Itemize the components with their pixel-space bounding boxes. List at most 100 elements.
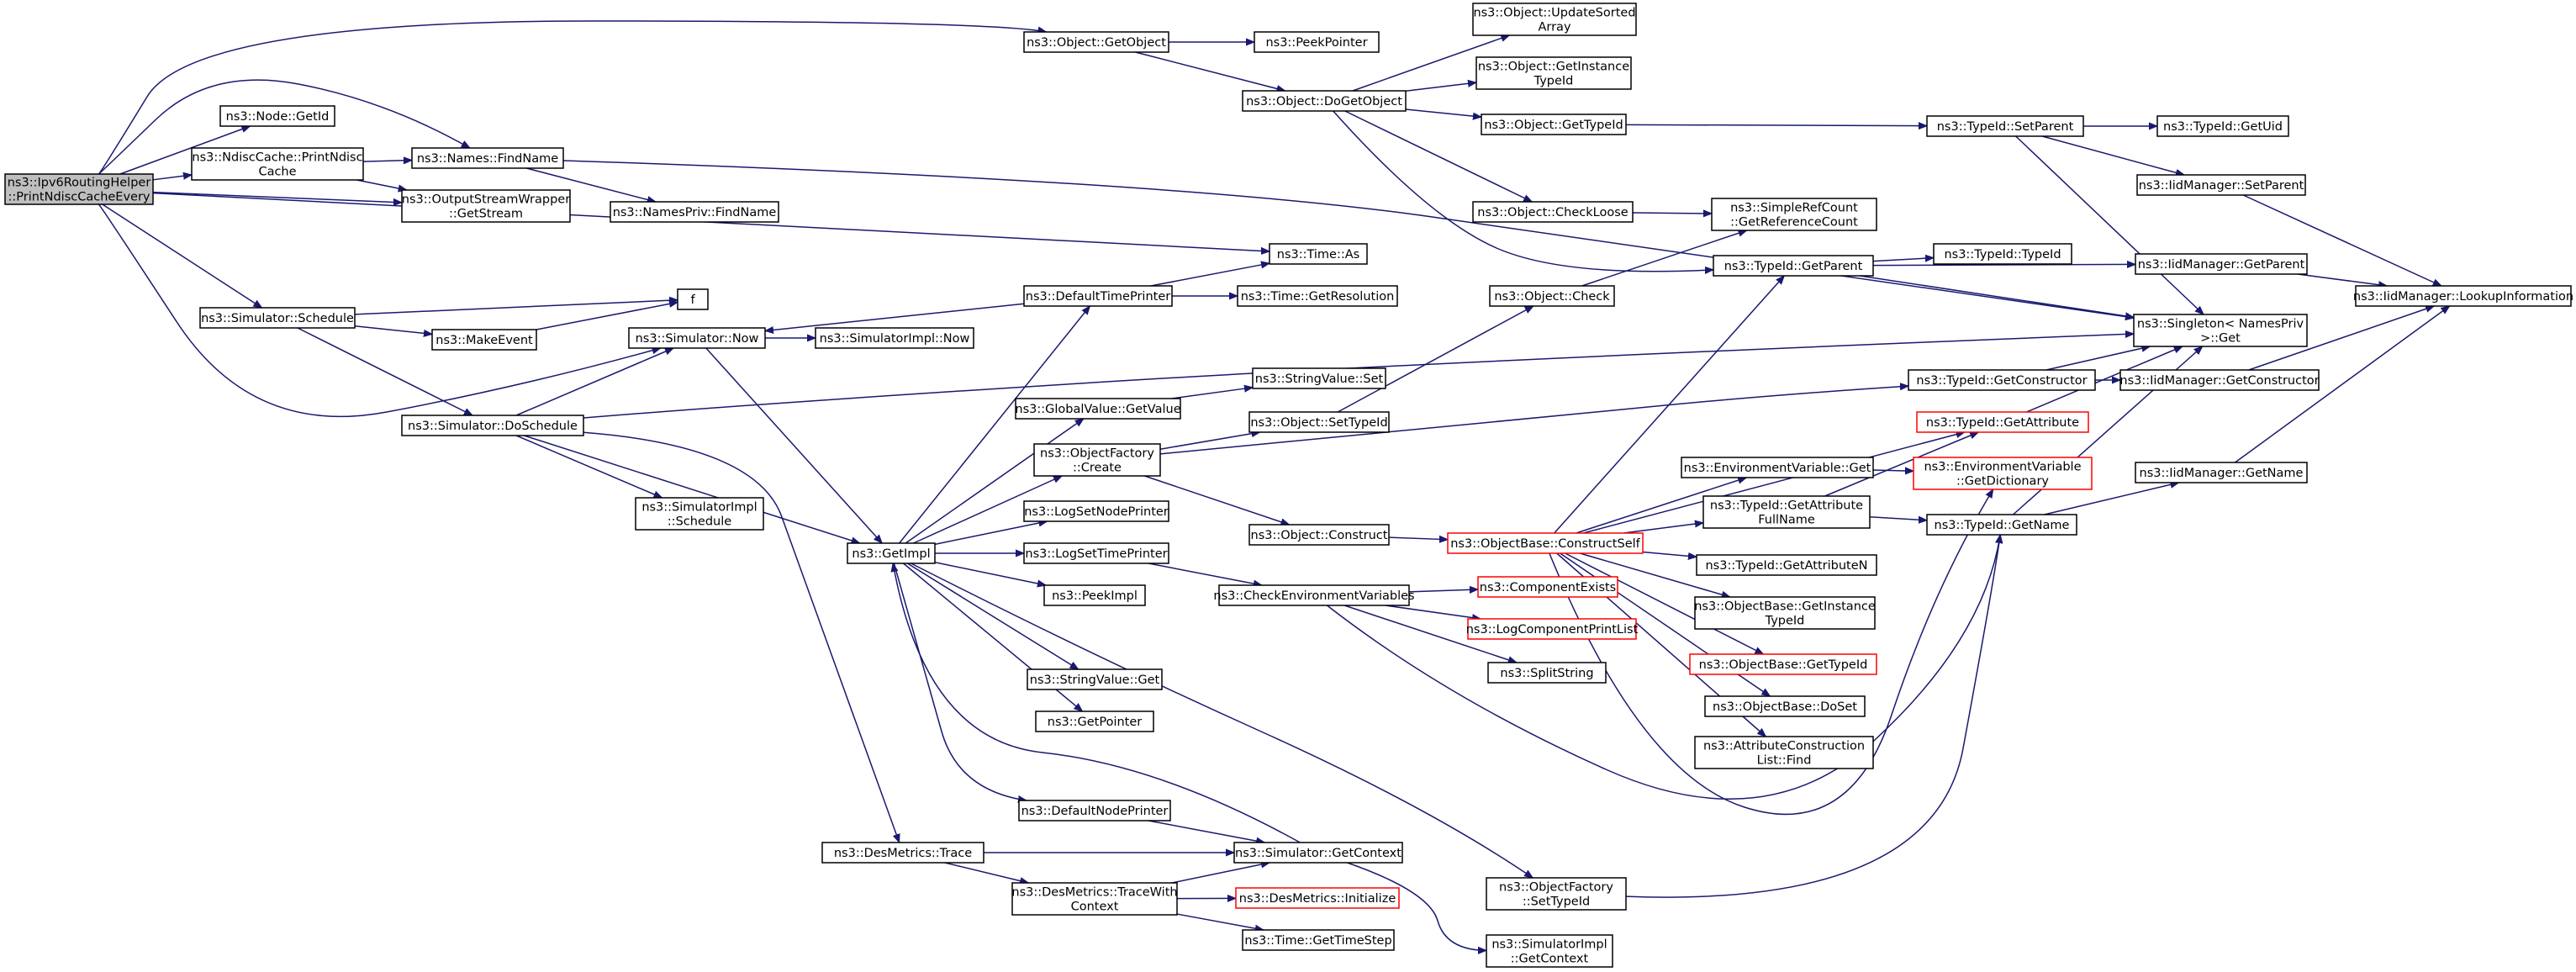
node-label: ns3::TypeId::GetConstructor	[1916, 374, 2087, 388]
function-node-objectfactory-settypeid[interactable]: ns3::ObjectFactory::SetTypeId	[1486, 877, 1627, 911]
function-node-typeid-getuid[interactable]: ns3::TypeId::GetUid	[2156, 115, 2289, 137]
function-node-typeid-getparent[interactable]: ns3::TypeId::GetParent	[1713, 255, 1874, 277]
function-node-object-settypeid[interactable]: ns3::Object::SetTypeId	[1248, 411, 1390, 433]
function-node-object-gettypeid[interactable]: ns3::Object::GetTypeId	[1481, 114, 1627, 135]
function-node-simimpl-schedule[interactable]: ns3::SimulatorImpl::Schedule	[635, 497, 764, 531]
function-node-objectbase-gettypeid[interactable]: ns3::ObjectBase::GetTypeId	[1689, 653, 1877, 675]
function-node-typeid-setparent[interactable]: ns3::TypeId::SetParent	[1926, 115, 2084, 137]
function-node-sim-now[interactable]: ns3::Simulator::Now	[628, 327, 766, 349]
function-node-getobject[interactable]: ns3::Object::GetObject	[1023, 31, 1169, 53]
node-box	[635, 497, 764, 531]
function-node-desmetrics-trace[interactable]: ns3::DesMetrics::Trace	[821, 842, 984, 864]
function-node-simplerefcount[interactable]: ns3::SimpleRefCount::GetReferenceCount	[1711, 198, 1877, 231]
call-edge-check_env_vars-to-componentexists	[1408, 589, 1478, 592]
function-node-typeid-getattributen[interactable]: ns3::TypeId::GetAttributeN	[1696, 554, 1877, 576]
node-label: ::GetContext	[1511, 953, 1589, 966]
function-node-stringvalue-set[interactable]: ns3::StringValue::Set	[1252, 367, 1386, 389]
function-node-splitstring[interactable]: ns3::SplitString	[1487, 662, 1607, 684]
call-edge-iidmanager_setparent-to-iidmanager_lookupinformation	[2242, 194, 2441, 287]
function-node-typeid-typeid[interactable]: ns3::TypeId::TypeId	[1933, 243, 2072, 265]
node-label: ns3::SimpleRefCount	[1730, 202, 1858, 215]
function-node-globalvalue-getvalue[interactable]: ns3::GlobalValue::GetValue	[1015, 398, 1181, 420]
function-node-iidmanager-setparent[interactable]: ns3::IidManager::SetParent	[2136, 174, 2306, 196]
function-node-componentexists[interactable]: ns3::ComponentExists	[1477, 576, 1618, 598]
function-node-simimpl-getcontext[interactable]: ns3::SimulatorImpl::GetContext	[1486, 934, 1613, 968]
call-edge-sim_schedule-to-sim_doschedule	[297, 327, 472, 416]
function-node-f[interactable]: f	[677, 288, 709, 310]
node-box	[1447, 532, 1644, 554]
function-node-simimpl-now[interactable]: ns3::SimulatorImpl::Now	[815, 327, 974, 349]
function-node-stringvalue-get[interactable]: ns3::StringValue::Get	[1027, 668, 1163, 690]
call-edge-typeid_getattributefullname-to-typeid_getname	[1869, 517, 1927, 520]
function-node-iidmanager-getname[interactable]: ns3::IidManager::GetName	[2135, 462, 2308, 483]
function-node-dogetobject[interactable]: ns3::Object::DoGetObject	[1242, 90, 1407, 112]
function-node-sim-doschedule[interactable]: ns3::Simulator::DoSchedule	[401, 415, 584, 436]
function-node-default-time-printer[interactable]: ns3::DefaultTimePrinter	[1023, 285, 1173, 307]
call-edge-typeid_getparent-to-singleton_get	[1860, 275, 2134, 317]
function-node-iidmanager-getconstructor[interactable]: ns3::IidManager::GetConstructor	[2119, 369, 2320, 391]
function-node-desmetrics-initialize[interactable]: ns3::DesMetrics::Initialize	[1235, 887, 1400, 909]
function-node-object-construct[interactable]: ns3::Object::Construct	[1248, 524, 1390, 546]
node-box	[1916, 411, 2089, 433]
function-node-logsettimeprinter[interactable]: ns3::LogSetTimePrinter	[1023, 542, 1169, 564]
function-node-osw-getstream[interactable]: ns3::OutputStreamWrapper::GetStream	[401, 189, 571, 223]
node-box	[1023, 500, 1169, 522]
node-box	[1486, 877, 1627, 911]
function-node-time-getresolution[interactable]: ns3::Time::GetResolution	[1237, 285, 1398, 307]
function-node-logsetnodeprinter[interactable]: ns3::LogSetNodePrinter	[1023, 500, 1169, 522]
function-node-namespriv-find[interactable]: ns3::NamesPriv::FindName	[610, 201, 779, 223]
function-node-getpointer[interactable]: ns3::GetPointer	[1035, 711, 1154, 732]
node-box	[1218, 584, 1410, 606]
function-node-default-node-printer[interactable]: ns3::DefaultNodePrinter	[1018, 800, 1171, 821]
function-node-time-as[interactable]: ns3::Time::As	[1269, 243, 1368, 265]
function-node-makeevent[interactable]: ns3::MakeEvent	[431, 329, 537, 351]
call-edge-getimpl-to-objectfactory_create	[913, 475, 1062, 544]
function-node-sim-schedule[interactable]: ns3::Simulator::Schedule	[199, 307, 356, 329]
function-node-time-gettimestep[interactable]: ns3::Time::GetTimeStep	[1242, 929, 1395, 951]
node-label: ns3::TypeId::TypeId	[1944, 248, 2061, 261]
function-node-object-checkloose[interactable]: ns3::Object::CheckLoose	[1472, 201, 1634, 223]
function-node-objectbase-constructself[interactable]: ns3::ObjectBase::ConstructSelf	[1447, 532, 1644, 554]
call-edge-dogetobject-to-object_updatesorted	[1352, 35, 1509, 92]
function-node-ndisc-print[interactable]: ns3::NdiscCache::PrintNdiscCache	[191, 147, 364, 181]
node-label: ns3::Object::Construct	[1251, 529, 1388, 542]
function-node-singleton-get[interactable]: ns3::Singleton< NamesPriv>::Get	[2133, 314, 2308, 347]
call-edge-desmetrics_tracewith-to-time_gettimestep	[1176, 913, 1264, 930]
root-function-node[interactable]: ns3::Ipv6RoutingHelper::PrintNdiscCacheE…	[4, 173, 154, 205]
node-box	[677, 288, 709, 310]
function-node-objectfactory-create[interactable]: ns3::ObjectFactory::Create	[1033, 443, 1161, 477]
node-label: ns3::PeekImpl	[1052, 589, 1138, 603]
function-node-names-find[interactable]: ns3::Names::FindName	[411, 147, 564, 169]
function-node-iidmanager-getparent[interactable]: ns3::IidManager::GetParent	[2135, 253, 2308, 275]
function-node-envvar-getdictionary[interactable]: ns3::EnvironmentVariable::GetDictionary	[1913, 457, 2093, 490]
node-box	[401, 415, 584, 436]
function-node-sim-getcontext[interactable]: ns3::Simulator::GetContext	[1233, 842, 1403, 864]
function-node-peekpointer[interactable]: ns3::PeekPointer	[1254, 31, 1380, 53]
function-node-check-env-vars[interactable]: ns3::CheckEnvironmentVariables	[1213, 584, 1415, 606]
function-node-objectbase-doset[interactable]: ns3::ObjectBase::DoSet	[1704, 695, 1866, 717]
node-label: FullName	[1758, 514, 1815, 527]
function-node-iidmanager-lookupinformation[interactable]: ns3::IidManager::LookupInformation	[2353, 285, 2573, 307]
function-node-typeid-getconstructor[interactable]: ns3::TypeId::GetConstructor	[1908, 369, 2096, 391]
function-node-node-getid[interactable]: ns3::Node::GetId	[219, 105, 335, 127]
function-node-typeid-getname[interactable]: ns3::TypeId::GetName	[1926, 514, 2077, 536]
function-node-typeid-getattribute[interactable]: ns3::TypeId::GetAttribute	[1916, 411, 2089, 433]
function-node-peekimpl[interactable]: ns3::PeekImpl	[1043, 584, 1146, 606]
call-edge-root-to-sim_schedule	[102, 203, 262, 308]
function-node-logcomponentprintlist[interactable]: ns3::LogComponentPrintList	[1466, 618, 1639, 640]
function-node-getimpl[interactable]: ns3::GetImpl	[847, 542, 936, 564]
node-box	[1015, 398, 1181, 420]
function-node-object-check[interactable]: ns3::Object::Check	[1489, 285, 1615, 307]
function-node-envvar-get[interactable]: ns3::EnvironmentVariable::Get	[1681, 457, 1874, 478]
call-edge-default_time_printer-to-time_as	[1150, 263, 1270, 287]
node-box	[1252, 367, 1386, 389]
node-box	[411, 147, 564, 169]
call-edge-sim_doschedule-to-getimpl	[524, 435, 859, 543]
node-label: ns3::Object::Check	[1494, 290, 1610, 304]
